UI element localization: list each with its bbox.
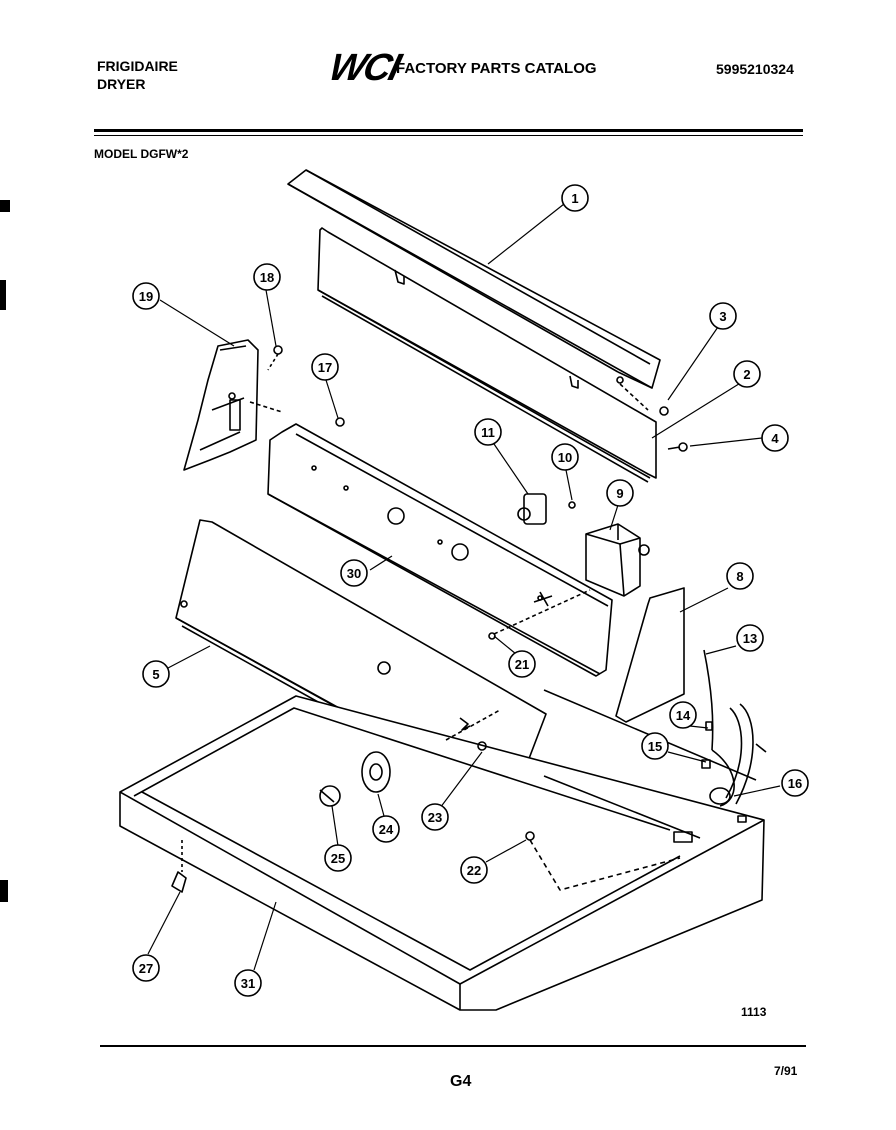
part-knob-skirt: [361, 751, 391, 793]
svg-text:21: 21: [515, 657, 529, 672]
part-timer: [585, 523, 650, 597]
callout-25: 25: [324, 844, 352, 872]
callout-14: 14: [669, 701, 697, 729]
svg-text:25: 25: [331, 851, 345, 866]
header-rule: [94, 129, 803, 132]
callout-17: 17: [311, 353, 339, 381]
part-knob: [319, 785, 341, 807]
callout-18: 18: [253, 263, 281, 291]
scan-edge-mark: [0, 280, 6, 310]
product-type: DRYER: [97, 76, 146, 92]
part-screw-17: [335, 417, 345, 427]
svg-text:15: 15: [648, 739, 662, 754]
callout-5: 5: [142, 660, 170, 688]
part-screw-4: [678, 442, 688, 452]
part-top-panel: [119, 689, 765, 1011]
scan-edge-mark: [0, 200, 10, 212]
callout-15: 15: [641, 732, 669, 760]
scan-edge-mark: [0, 880, 8, 902]
page-label: G4: [450, 1073, 472, 1090]
svg-text:3: 3: [719, 309, 726, 324]
callout-11: 11: [474, 418, 502, 446]
brand-block: FRIGIDAIRE DRYER: [97, 57, 178, 93]
svg-text:5: 5: [152, 667, 159, 682]
callout-21: 21: [508, 650, 536, 678]
part-screw-23: [477, 741, 487, 751]
svg-text:10: 10: [558, 450, 572, 465]
svg-text:11: 11: [481, 425, 495, 440]
part-end-bracket: [183, 339, 259, 471]
brand-name: FRIGIDAIRE: [97, 58, 178, 74]
part-rear-panel: [317, 227, 657, 483]
part-wire-harness: [701, 649, 767, 807]
svg-text:31: 31: [241, 976, 255, 991]
svg-text:1: 1: [571, 191, 578, 206]
figure-number: 1113: [741, 1005, 767, 1019]
part-switch: [517, 493, 547, 525]
part-control-panel: [267, 423, 613, 677]
date-code: 7/91: [774, 1064, 798, 1078]
svg-text:9: 9: [616, 486, 623, 501]
svg-text:27: 27: [139, 961, 153, 976]
callout-9: 9: [606, 479, 634, 507]
callout-3: 3: [709, 302, 737, 330]
part-backsplash-cover: [287, 169, 661, 389]
callout-30: 30: [340, 559, 368, 587]
svg-text:18: 18: [260, 270, 274, 285]
callout-22: 22: [460, 856, 488, 884]
svg-text:13: 13: [743, 631, 757, 646]
svg-text:16: 16: [788, 776, 802, 791]
svg-text:8: 8: [736, 569, 743, 584]
callout-13: 13: [736, 624, 764, 652]
callout-24: 24: [372, 815, 400, 843]
part-end-cap: [615, 587, 685, 723]
part-clip-27: [171, 871, 187, 893]
footer-rule: [100, 1045, 806, 1047]
callout-16: 16: [781, 769, 809, 797]
header-rule-thin: [94, 135, 803, 136]
catalog-title: FACTORY PARTS CATALOG: [396, 60, 597, 77]
callout-8: 8: [726, 562, 754, 590]
callout-23: 23: [421, 803, 449, 831]
callout-10: 10: [551, 443, 579, 471]
svg-text:14: 14: [676, 708, 691, 723]
svg-text:17: 17: [318, 360, 332, 375]
callout-27: 27: [132, 954, 160, 982]
svg-text:19: 19: [139, 289, 153, 304]
callout-31: 31: [234, 969, 262, 997]
callout-4: 4: [761, 424, 789, 452]
callout-19: 19: [132, 282, 160, 310]
svg-text:24: 24: [379, 822, 394, 837]
callout-2: 2: [733, 360, 761, 388]
part-screw-18: [273, 345, 283, 355]
callout-1: 1: [561, 184, 589, 212]
part-screw-10: [568, 501, 576, 509]
svg-text:22: 22: [467, 863, 481, 878]
catalog-number: 5995210324: [716, 61, 794, 77]
svg-text:2: 2: [743, 367, 750, 382]
svg-text:4: 4: [771, 431, 779, 446]
part-screw-3: [659, 406, 669, 416]
svg-text:23: 23: [428, 810, 442, 825]
svg-text:30: 30: [347, 566, 361, 581]
model-label: MODEL DGFW*2: [94, 147, 189, 161]
